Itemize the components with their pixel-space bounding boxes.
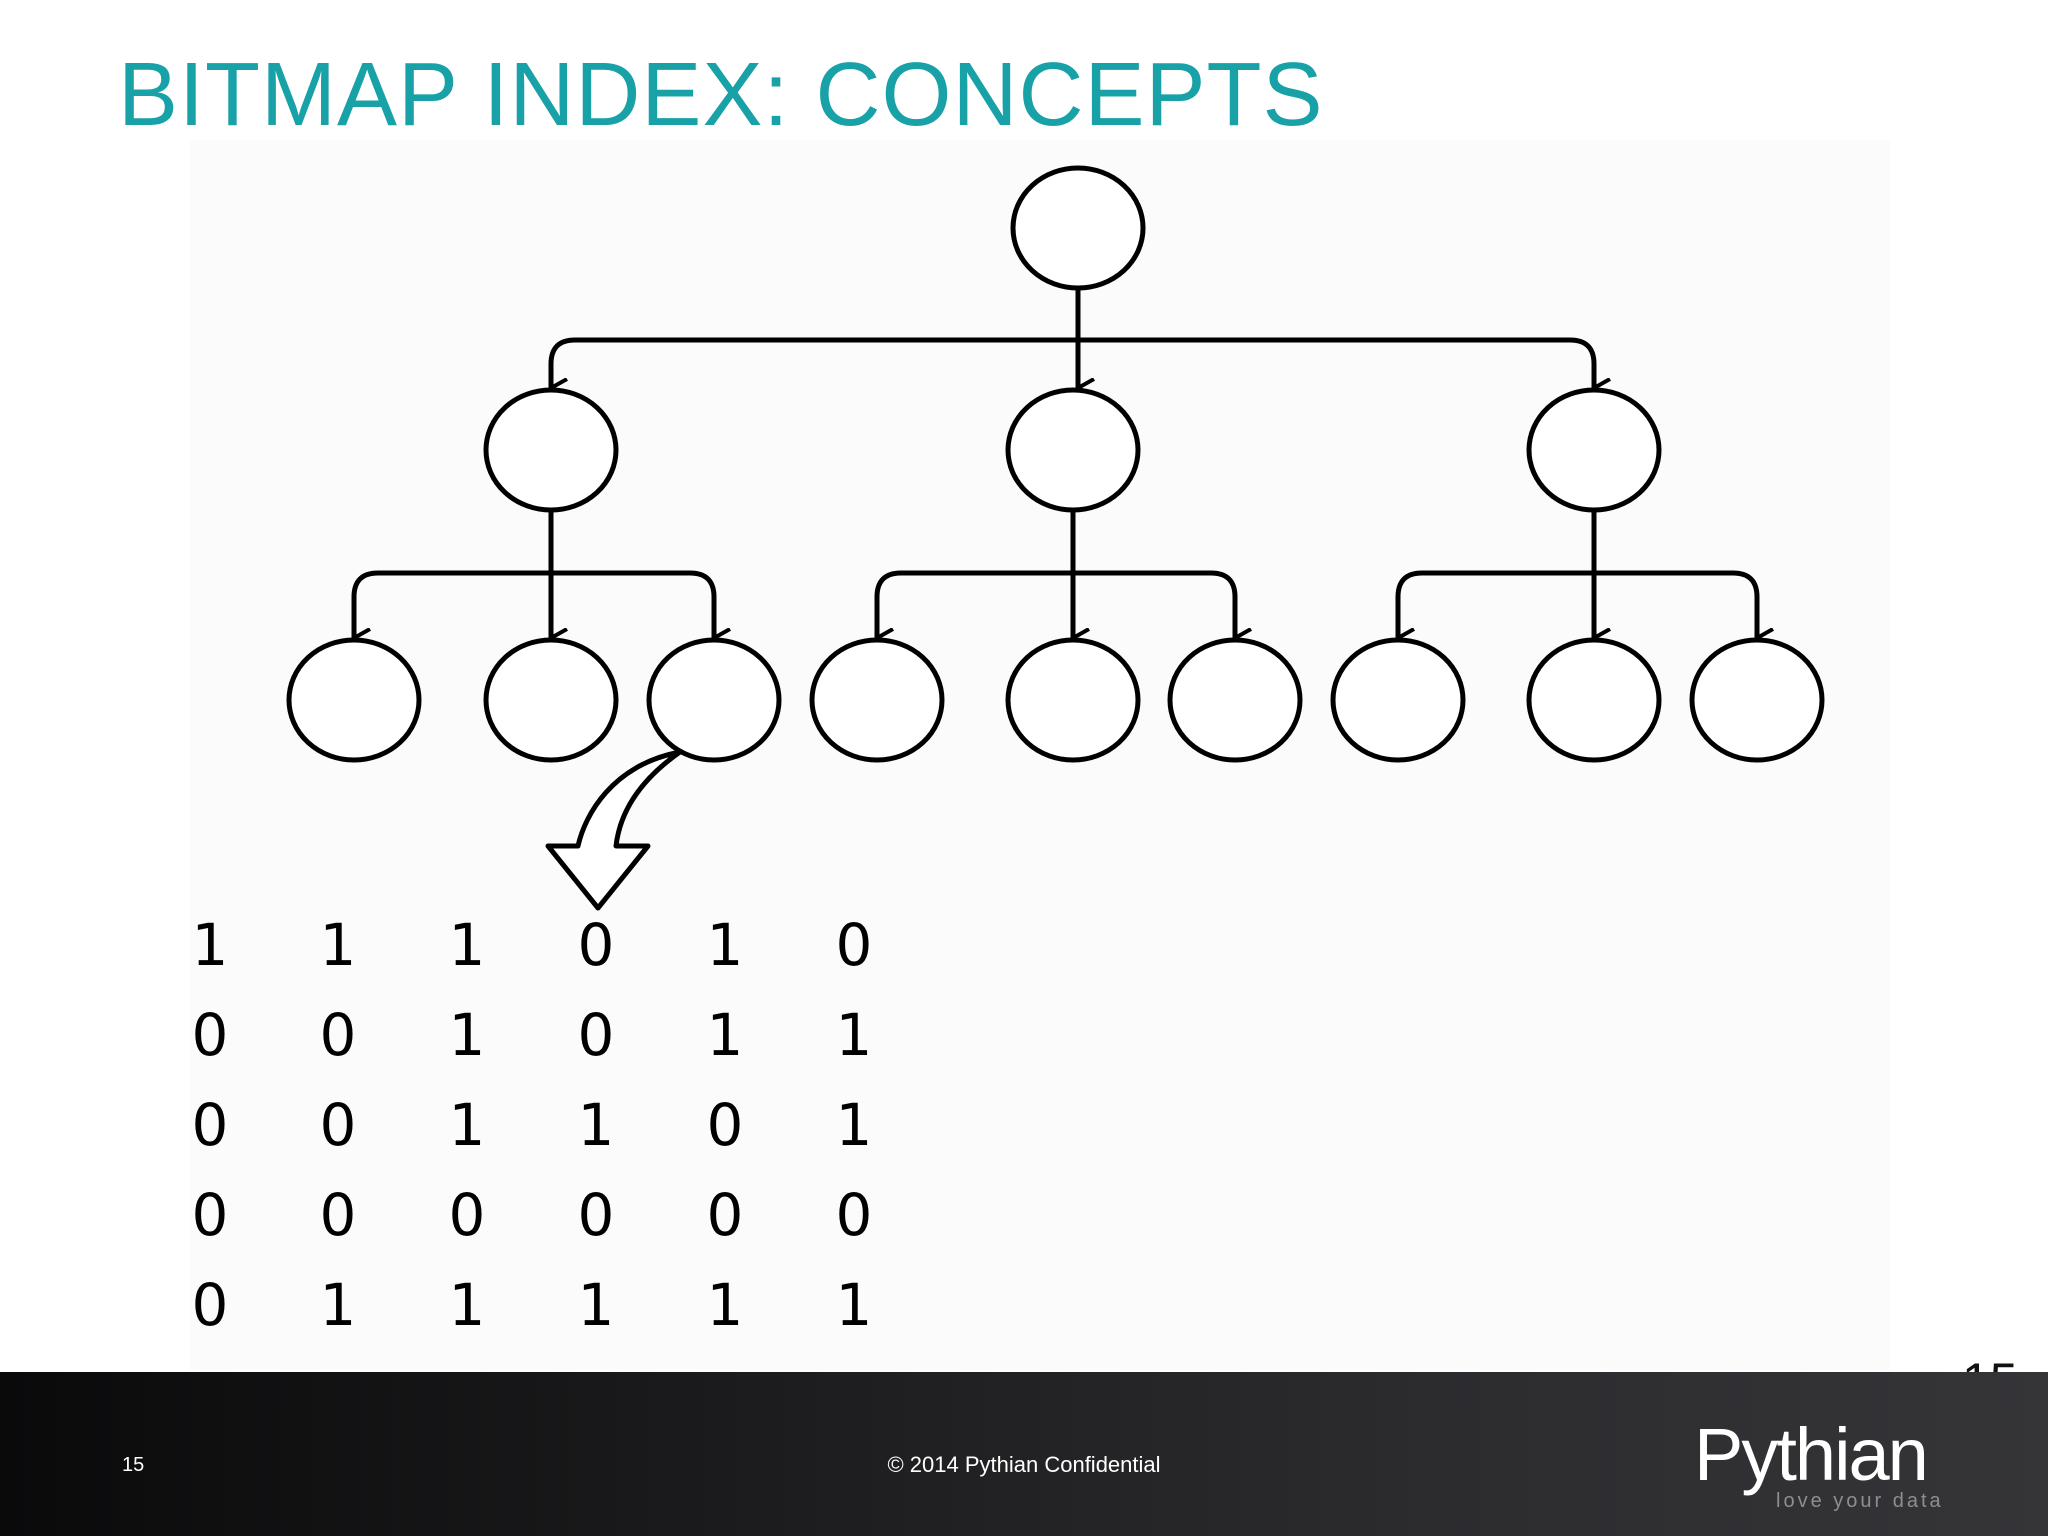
bitmap-cell: 1 [706,911,744,979]
tree-node-level-2 [483,387,619,513]
curved-hollow-arrow-icon [545,749,683,911]
bitmap-matrix: 1 1 1 0 1 0 0 0 1 0 1 1 0 0 1 1 0 1 0 0 0 0 0 0 0 1 1 1 1 1 [180,900,900,1350]
bitmap-cell: 0 [191,1001,229,1069]
bitmap-row: 1 1 1 0 1 0 [180,900,900,990]
tree-node-root [1010,165,1146,291]
bitmap-cell: 1 [191,911,229,979]
bitmap-cell: 1 [835,1091,873,1159]
edge-root-to-left [548,337,1078,388]
bitmap-row: 0 0 1 0 1 1 [180,990,900,1080]
footer-copyright: © 2014 Pythian Confidential [887,1452,1161,1477]
bitmap-cell: 0 [319,1091,357,1159]
bitmap-cell: 0 [835,1181,873,1249]
logo-wordmark: Pythian [1694,1413,1929,1496]
slide-title: BITMAP INDEX: CONCEPTS [118,45,1324,145]
tree-node-level-2 [1005,387,1141,513]
bitmap-cell: 0 [448,1181,486,1249]
tree-node-leaf [483,637,619,763]
edge-middle-to-leaf [548,510,714,638]
tree-node-leaf [1330,637,1466,763]
tree-node-leaf [1005,637,1141,763]
pythian-logo: Pythian love your data [1694,1412,1954,1522]
tree-node-level-2 [1526,387,1662,513]
bitmap-cell: 1 [319,1271,357,1339]
bitmap-cell: 0 [319,1001,357,1069]
bitmap-cell: 1 [448,1271,486,1339]
bitmap-cell: 0 [191,1181,229,1249]
bitmap-cell: 0 [319,1181,357,1249]
logo-tagline: love your data [1776,1490,1944,1512]
tree-node-leaf [286,637,422,763]
bitmap-cell: 1 [448,1001,486,1069]
tree-node-leaf [1526,637,1662,763]
bitmap-row: 0 0 1 1 0 1 [180,1080,900,1170]
bitmap-cell: 1 [319,911,357,979]
tree-nodes [286,165,1825,763]
edge-middle-to-leaf [1070,510,1235,638]
tree-node-leaf [646,637,782,763]
bitmap-cell: 0 [577,1001,615,1069]
leaf-to-bitmap-arrow [545,749,683,911]
bitmap-cell: 1 [577,1091,615,1159]
footer-page-number: 15 [122,1454,145,1476]
bitmap-cell: 1 [448,911,486,979]
bitmap-cell: 0 [191,1271,229,1339]
edge-root-to-right [1078,337,1594,388]
bitmap-cell: 0 [191,1091,229,1159]
bitmap-cell: 0 [577,1181,615,1249]
bitmap-cell: 0 [577,911,615,979]
bitmap-cell: 1 [835,1271,873,1339]
edge-middle-to-leaf [351,510,554,638]
bitmap-row: 0 0 0 0 0 0 [180,1170,900,1260]
tree-node-leaf [809,637,945,763]
bitmap-cell: 1 [835,1001,873,1069]
bitmap-cell: 0 [835,911,873,979]
bitmap-cell: 1 [706,1001,744,1069]
footer-bar: 15 © 2014 Pythian Confidential Pythian l… [0,1372,2048,1536]
bitmap-cell: 1 [448,1091,486,1159]
bitmap-cell: 0 [706,1181,744,1249]
edge-middle-to-leaf [1591,510,1757,638]
tree-edges [351,288,1757,638]
edge-middle-to-leaf [1395,510,1597,638]
tree-node-leaf [1689,637,1825,763]
tree-node-leaf [1167,637,1303,763]
bitmap-cell: 1 [577,1271,615,1339]
edge-middle-to-leaf [874,510,1076,638]
bitmap-cell: 0 [706,1091,744,1159]
bitmap-row: 0 1 1 1 1 1 [180,1260,900,1350]
bitmap-cell: 1 [706,1271,744,1339]
